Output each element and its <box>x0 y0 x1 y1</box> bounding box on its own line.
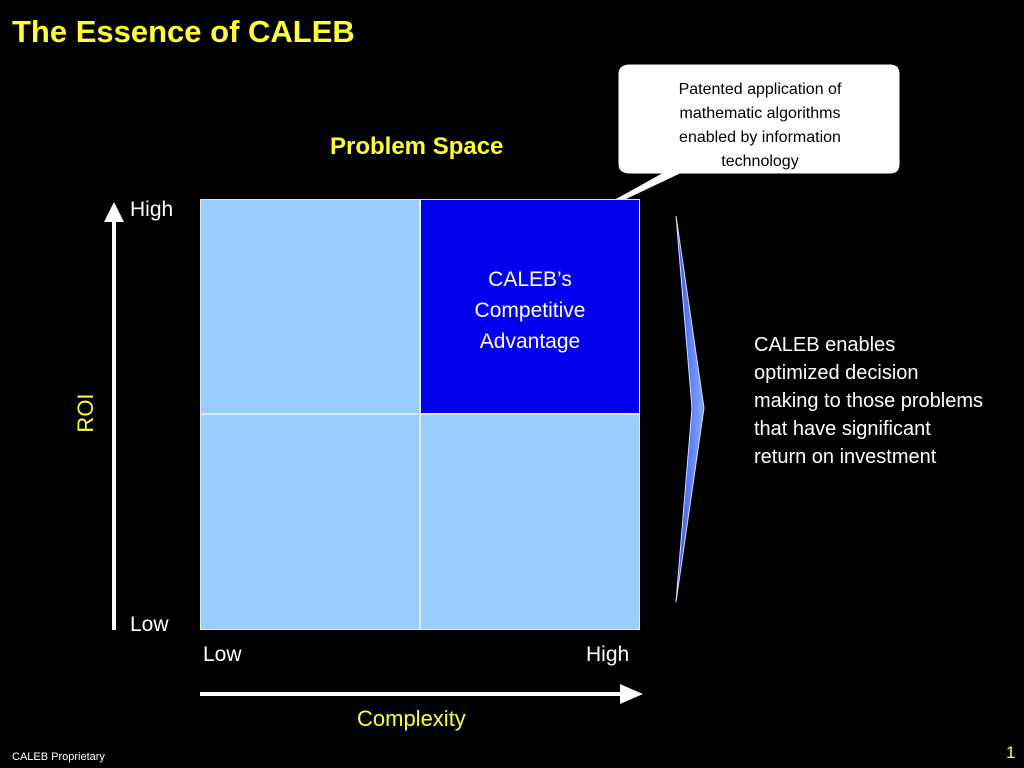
y-axis-arrow <box>104 202 124 630</box>
callout-text: Patented application of mathematic algor… <box>678 81 842 170</box>
page-number: 1 <box>1006 743 1016 762</box>
conclusion-text: CALEB enables optimized decision making … <box>754 334 984 468</box>
slide-title: The Essence of CALEB <box>12 14 355 49</box>
diagram-heading: Problem Space <box>330 133 504 160</box>
y-axis-title: ROI <box>73 393 98 433</box>
quadrant-top-left <box>200 199 420 414</box>
quadrant-bottom-right <box>420 414 640 630</box>
quadrant-bottom-left <box>200 414 420 630</box>
x-axis-high-label: High <box>586 643 630 666</box>
x-axis-low-label: Low <box>203 643 242 666</box>
chevron-arrow-icon <box>675 215 705 603</box>
y-axis-low-label: Low <box>130 613 169 636</box>
quadrant-top-right-label: CALEB’s Competitive Advantage <box>474 268 586 353</box>
x-axis-title: Complexity <box>357 706 466 731</box>
x-axis-arrow <box>200 684 643 704</box>
quadrant-top-right: CALEB’s Competitive Advantage <box>420 199 640 414</box>
footer-text: CALEB Proprietary <box>12 751 105 763</box>
y-axis-high-label: High <box>130 198 174 221</box>
